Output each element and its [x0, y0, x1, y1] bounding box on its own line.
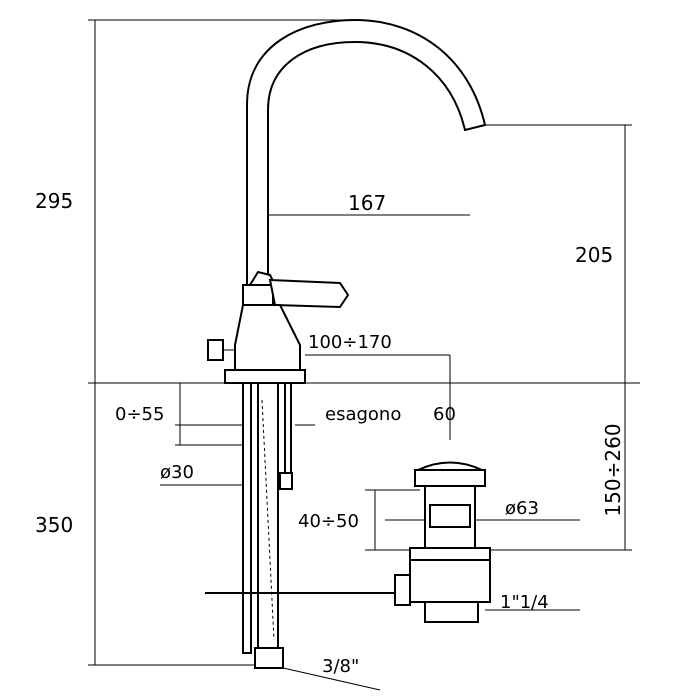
spout: [246, 18, 487, 286]
mixer-body: [207, 304, 306, 384]
dim-295: 295: [35, 189, 73, 213]
dim-167: 167: [348, 191, 386, 215]
dim-1-1-4: 1"1/4: [500, 592, 549, 613]
dim-150-260: 150÷260: [601, 423, 625, 516]
lever-handle: [242, 270, 350, 309]
dim-o63: ø63: [505, 498, 539, 519]
dim-o30: ø30: [160, 462, 194, 483]
dim-100-170: 100÷170: [308, 332, 392, 353]
dim-hex-60: 60: [433, 404, 456, 425]
dim-3-8: 3/8": [322, 656, 359, 677]
dimension-lines: [88, 19, 640, 691]
dim-0-55: 0÷55: [115, 404, 164, 425]
pop-up-drain: [394, 461, 491, 623]
dim-350: 350: [35, 513, 73, 537]
hex-label: esagono: [325, 404, 401, 425]
dim-40-50: 40÷50: [298, 511, 359, 532]
hoses: [242, 382, 293, 669]
dim-205: 205: [575, 243, 613, 267]
